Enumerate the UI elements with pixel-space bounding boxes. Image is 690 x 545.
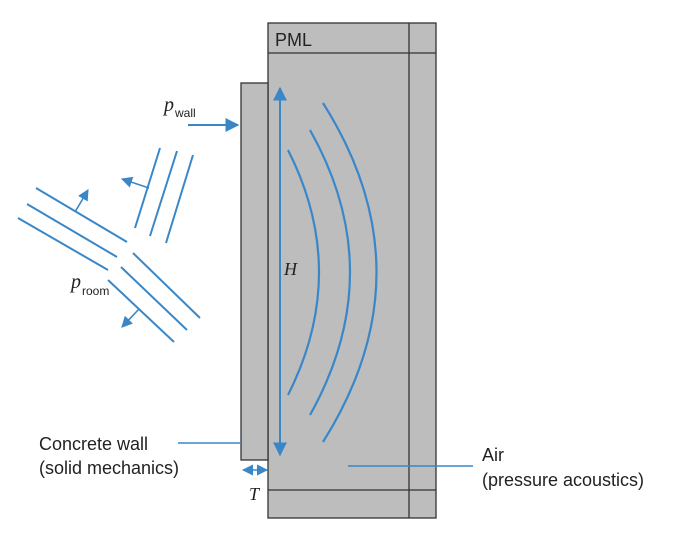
concrete-wall — [240, 82, 269, 461]
wavefront-2 — [309, 129, 352, 416]
wavefront-3 — [322, 102, 378, 443]
proom-subscript: room — [82, 284, 109, 298]
pml-label: PML — [275, 30, 312, 50]
air-label: Air — [482, 445, 504, 465]
wave-line — [107, 279, 175, 343]
incident-direction-arrow — [121, 308, 140, 328]
wave-line — [17, 217, 109, 271]
incident-direction-arrows — [74, 176, 150, 328]
wave-line — [149, 150, 178, 237]
proom-symbol: p — [69, 271, 81, 293]
wave-line — [120, 266, 188, 331]
radiated-wavefronts — [287, 102, 378, 443]
concrete-wall-sublabel: (solid mechanics) — [39, 458, 179, 478]
wavefront-1 — [287, 149, 320, 396]
wave-line — [35, 187, 128, 243]
incident-direction-arrow — [74, 189, 89, 213]
pwall-symbol: p — [162, 94, 174, 116]
air-domain — [267, 22, 437, 519]
wave-line — [132, 252, 201, 319]
air-sublabel: (pressure acoustics) — [482, 470, 644, 490]
pwall-subscript: wall — [174, 106, 196, 120]
wave-line — [26, 203, 118, 258]
concrete-wall-label: Concrete wall — [39, 434, 148, 454]
height-label: H — [283, 259, 298, 279]
wave-line — [165, 154, 194, 244]
incident-field-waves — [17, 147, 201, 343]
thickness-label: T — [249, 484, 261, 504]
incident-direction-arrow — [120, 176, 150, 189]
